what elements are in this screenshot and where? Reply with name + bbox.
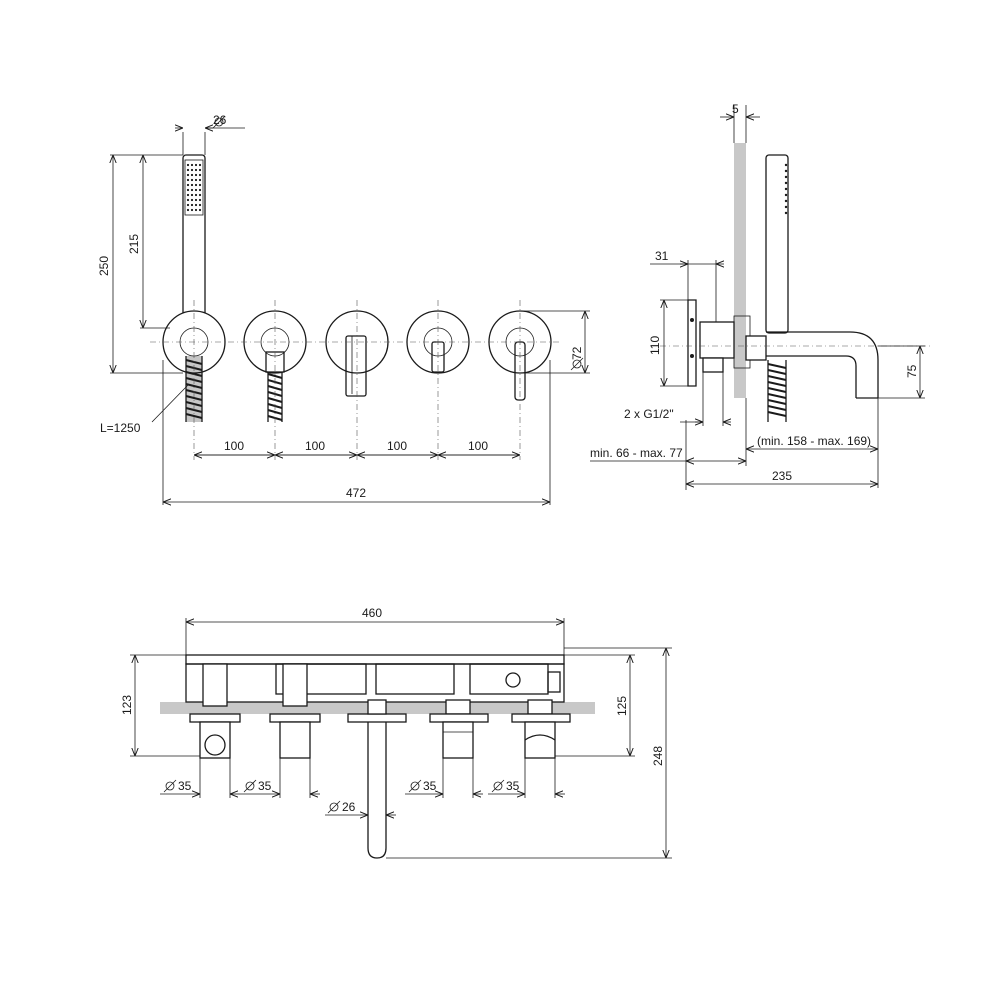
- pipe-2: [269, 663, 321, 759]
- dim-overall-width: 472: [346, 486, 366, 500]
- concealed-box: [185, 654, 565, 703]
- label-hose-length: L=1250: [100, 421, 141, 435]
- dim-height-total: 250: [97, 256, 111, 276]
- dim-spout-projection-range: (min. 158 - max. 169): [757, 434, 871, 448]
- dim-spacing-1: 100: [224, 439, 244, 453]
- dim-box-width: 460: [362, 606, 382, 620]
- dim-pipe-diameter-4: 35: [506, 779, 520, 793]
- dim-spout-height: 75: [905, 364, 919, 378]
- dim-spacing-4: 100: [468, 439, 488, 453]
- pipe-5: [511, 699, 571, 759]
- dim-rosette-diameter: 72: [570, 346, 584, 360]
- diameter-icon: [408, 779, 422, 793]
- diameter-icon: [243, 779, 257, 793]
- dim-depth-123: 123: [120, 695, 134, 715]
- dim-pipe-diameter-2: 35: [258, 779, 272, 793]
- dim-wall-offset: 5: [732, 102, 739, 116]
- dim-install-depth: min. 66 - max. 77: [590, 446, 683, 460]
- dim-height-handle: 215: [127, 234, 141, 254]
- dim-depth-31: 31: [655, 249, 669, 263]
- wall-section: [734, 143, 746, 398]
- top-view: 460 123 125 248 35 35 35: [120, 115, 672, 859]
- dim-height-110: 110: [648, 336, 662, 355]
- diameter-icon: [491, 779, 505, 793]
- dim-connection: 2 x G1/2": [624, 407, 674, 421]
- dim-spacing-2: 100: [305, 439, 325, 453]
- side-view: 5 31 110 2 x G1/2" min. 66 - max. 77 (mi…: [590, 102, 930, 490]
- dim-pipe-diameter-3: 35: [423, 779, 437, 793]
- diameter-icon: [163, 779, 177, 793]
- dim-depth-125: 125: [615, 696, 629, 716]
- dim-spacing-3: 100: [387, 439, 407, 453]
- pipe-1: [189, 663, 241, 759]
- dim-spout-diameter: 26: [342, 800, 356, 814]
- dim-spout-projection: 235: [772, 469, 792, 483]
- diameter-icon: [327, 800, 341, 814]
- mounting-body: [687, 299, 767, 387]
- pipe-4: [429, 699, 489, 759]
- diameter-icon: [212, 115, 226, 129]
- dim-hand-shower-diameter: 26: [213, 113, 227, 127]
- front-view: 26 250 215 72 L=1250 100 100 100 100: [97, 113, 590, 505]
- dim-pipe-diameter-1: 35: [178, 779, 192, 793]
- hand-shower-side: [765, 154, 789, 422]
- spout-side: [766, 331, 879, 399]
- pipe-spout: [347, 699, 407, 859]
- dim-depth-248: 248: [651, 746, 665, 766]
